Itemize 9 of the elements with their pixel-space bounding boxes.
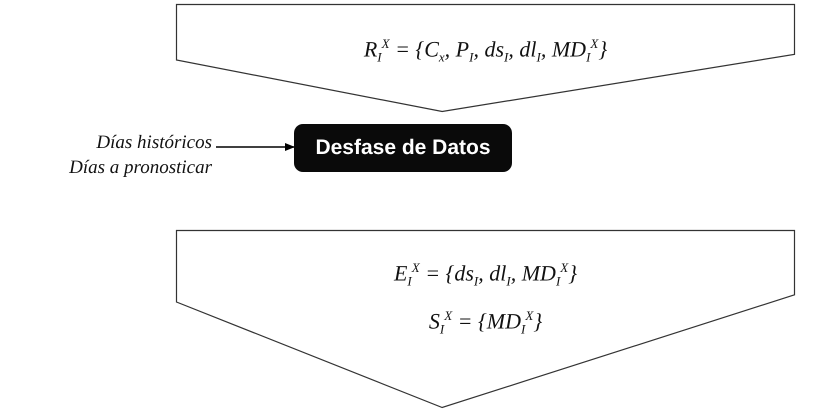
formula: S$_{I}$$^{X}$ = {MD$_{I}$$^{X}$} [428,308,542,338]
formula: E$_{I}$$^{X}$ = {ds$_{I}$, dl$_{I}$, MD$_{I}$$^{X}$} [394,260,578,290]
process-box: Desfase de Datos [294,124,512,172]
formula: R$_{I}$$^{X}$ = {C$_{x}$, P$_{I}$, ds$_{I}$, dl$_{I}$, MD$_{I}$$^{X}$} [364,36,608,66]
arrow [216,143,295,151]
chevron-box [176,4,795,112]
input-label: Días históricos [96,132,212,154]
input-label: Días a pronosticar [69,157,212,179]
chevron-box [176,230,795,408]
